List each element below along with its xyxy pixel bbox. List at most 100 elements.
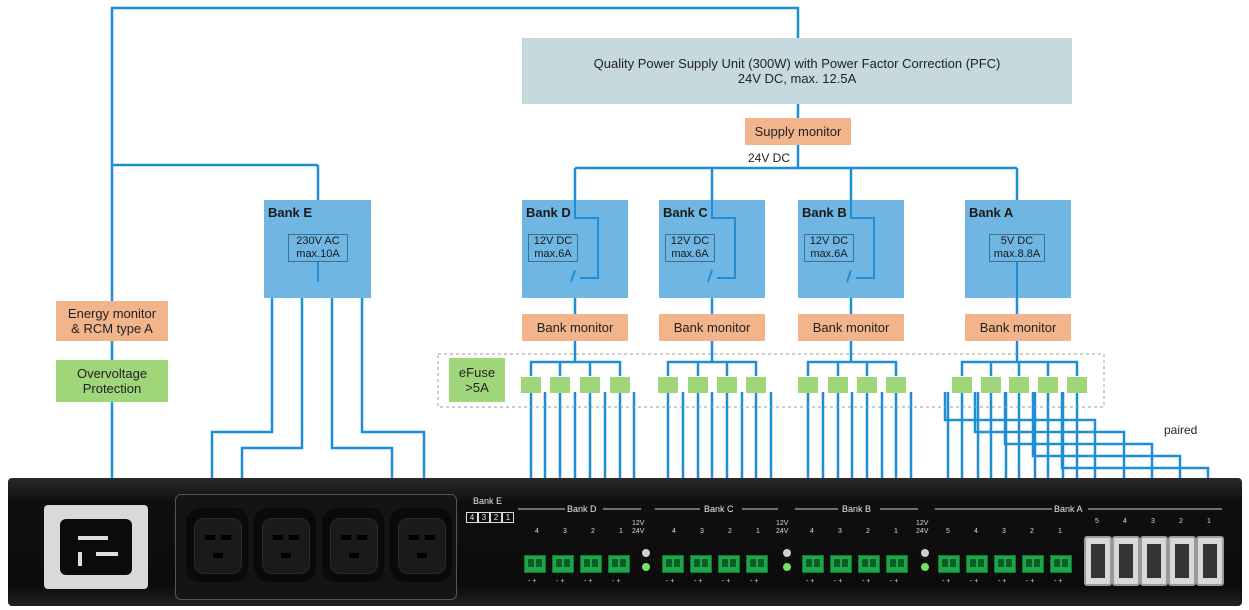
ac-outlet-3 — [254, 508, 316, 582]
b-3-polarity: - + — [834, 578, 843, 585]
efuse-group-outline — [437, 353, 1105, 408]
overvoltage-line2: Protection — [82, 381, 142, 396]
efuse-c-4 — [658, 377, 678, 393]
d-2-polarity: - + — [584, 578, 593, 585]
efuse-a-5 — [952, 377, 972, 393]
bank-b-spec1: 12V DC — [809, 235, 849, 247]
d-led-24v — [642, 563, 650, 571]
bank-a-spec: 5V DC max.8.8A — [989, 234, 1045, 262]
terminal-a-5 — [938, 555, 960, 573]
efuse-c-3 — [688, 377, 708, 393]
bank-c-spec: 12V DC max.6A — [665, 234, 715, 262]
efuse-a-3 — [1009, 377, 1029, 393]
overvoltage-protection: Overvoltage Protection — [56, 360, 168, 402]
bank-e-box: Bank E 230V AC max.10A — [264, 200, 371, 298]
bank-e-spec1: 230V AC — [296, 235, 340, 247]
bank-b-spec: 12V DC max.6A — [804, 234, 854, 262]
bank-d-monitor: Bank monitor — [522, 314, 628, 341]
energy-monitor-line1: Energy monitor — [67, 306, 157, 321]
a-port-num-5: 5 — [946, 528, 950, 535]
a-1-polarity: - + — [1054, 578, 1063, 585]
a-3-polarity: - + — [998, 578, 1007, 585]
bank-a-monitor: Bank monitor — [965, 314, 1071, 341]
energy-monitor-line2: & RCM type A — [71, 321, 153, 336]
usb-port-2 — [1168, 536, 1196, 586]
usb-num-5: 5 — [1095, 518, 1099, 525]
efuse-b-3 — [828, 377, 848, 393]
panel-bank-a-label: Bank A — [1054, 504, 1083, 514]
terminal-b-1 — [886, 555, 908, 573]
a-2-polarity: - + — [1026, 578, 1035, 585]
mains-wire-top — [110, 6, 800, 478]
c-1-polarity: - + — [750, 578, 759, 585]
b-12v-label: 12V — [916, 520, 929, 527]
d-port-num-4: 4 — [535, 528, 539, 535]
bank-c-monitor: Bank monitor — [659, 314, 765, 341]
efuse-d-2 — [580, 377, 600, 393]
panel-bank-e-numbers: 4 3 2 1 — [466, 512, 514, 523]
c-port-num-4: 4 — [672, 528, 676, 535]
efuse-a-2 — [1038, 377, 1058, 393]
d-port-num-3: 3 — [563, 528, 567, 535]
b-port-num-2: 2 — [866, 528, 870, 535]
efuse-a-1 — [1067, 377, 1087, 393]
ac-outlet-2 — [322, 508, 384, 582]
usb-port-1 — [1196, 536, 1224, 586]
c-port-num-3: 3 — [700, 528, 704, 535]
d-led-12v — [642, 549, 650, 557]
ac-outlet-1 — [390, 508, 452, 582]
a-port-num-2: 2 — [1030, 528, 1034, 535]
power-inlet — [44, 505, 148, 589]
psu-line2: 24V DC, max. 12.5A — [737, 71, 857, 86]
bank-e-spec2: max.10A — [296, 248, 340, 260]
c-2-polarity: - + — [722, 578, 731, 585]
terminal-a-4 — [966, 555, 988, 573]
b-24v-label: 24V — [916, 528, 929, 535]
bank-e-num-2: 2 — [490, 512, 502, 523]
panel-bank-b-label: Bank B — [842, 504, 872, 514]
terminal-c-2 — [718, 555, 740, 573]
efuse-a-4 — [981, 377, 1001, 393]
d-port-num-1: 1 — [619, 528, 623, 535]
bank-c-spec1: 12V DC — [670, 235, 710, 247]
bank-e-title: Bank E — [268, 205, 313, 220]
efuse-c-1 — [746, 377, 766, 393]
a-port-num-4: 4 — [974, 528, 978, 535]
c-4-polarity: - + — [666, 578, 675, 585]
bank-c-title: Bank C — [663, 205, 708, 220]
b-led-24v — [921, 563, 929, 571]
inlet-pin-top — [78, 536, 108, 540]
c-port-num-1: 1 — [756, 528, 760, 535]
terminal-d-3 — [552, 555, 574, 573]
a-port-num-3: 3 — [1002, 528, 1006, 535]
usb-port-5 — [1084, 536, 1112, 586]
efuse-label: eFuse >5A — [449, 358, 505, 402]
bank-d-spec2: max.6A — [534, 248, 572, 260]
terminal-b-2 — [858, 555, 880, 573]
bank-e-num-1: 1 — [502, 512, 514, 523]
psu-line1: Quality Power Supply Unit (300W) with Po… — [593, 56, 1001, 71]
b-1-polarity: - + — [890, 578, 899, 585]
terminal-a-2 — [1022, 555, 1044, 573]
terminal-a-1 — [1050, 555, 1072, 573]
bank-e-num-3: 3 — [478, 512, 490, 523]
paired-label: paired — [1164, 423, 1198, 437]
efuse-b-1 — [886, 377, 906, 393]
d-12v-label: 12V — [632, 520, 645, 527]
bank-b-monitor: Bank monitor — [798, 314, 904, 341]
usb-num-1: 1 — [1207, 518, 1211, 525]
a-5-polarity: - + — [942, 578, 951, 585]
usb-num-2: 2 — [1179, 518, 1183, 525]
efuse-line2: >5A — [465, 380, 489, 395]
b-port-num-3: 3 — [838, 528, 842, 535]
c-port-num-2: 2 — [728, 528, 732, 535]
ac-outlet-4 — [186, 508, 248, 582]
terminal-d-1 — [608, 555, 630, 573]
bank-c-box: Bank C 12V DC max.6A — [659, 200, 765, 298]
usb-num-4: 4 — [1123, 518, 1127, 525]
c-12v-label: 12V — [776, 520, 789, 527]
usb-port-4 — [1112, 536, 1140, 586]
terminal-c-1 — [746, 555, 768, 573]
